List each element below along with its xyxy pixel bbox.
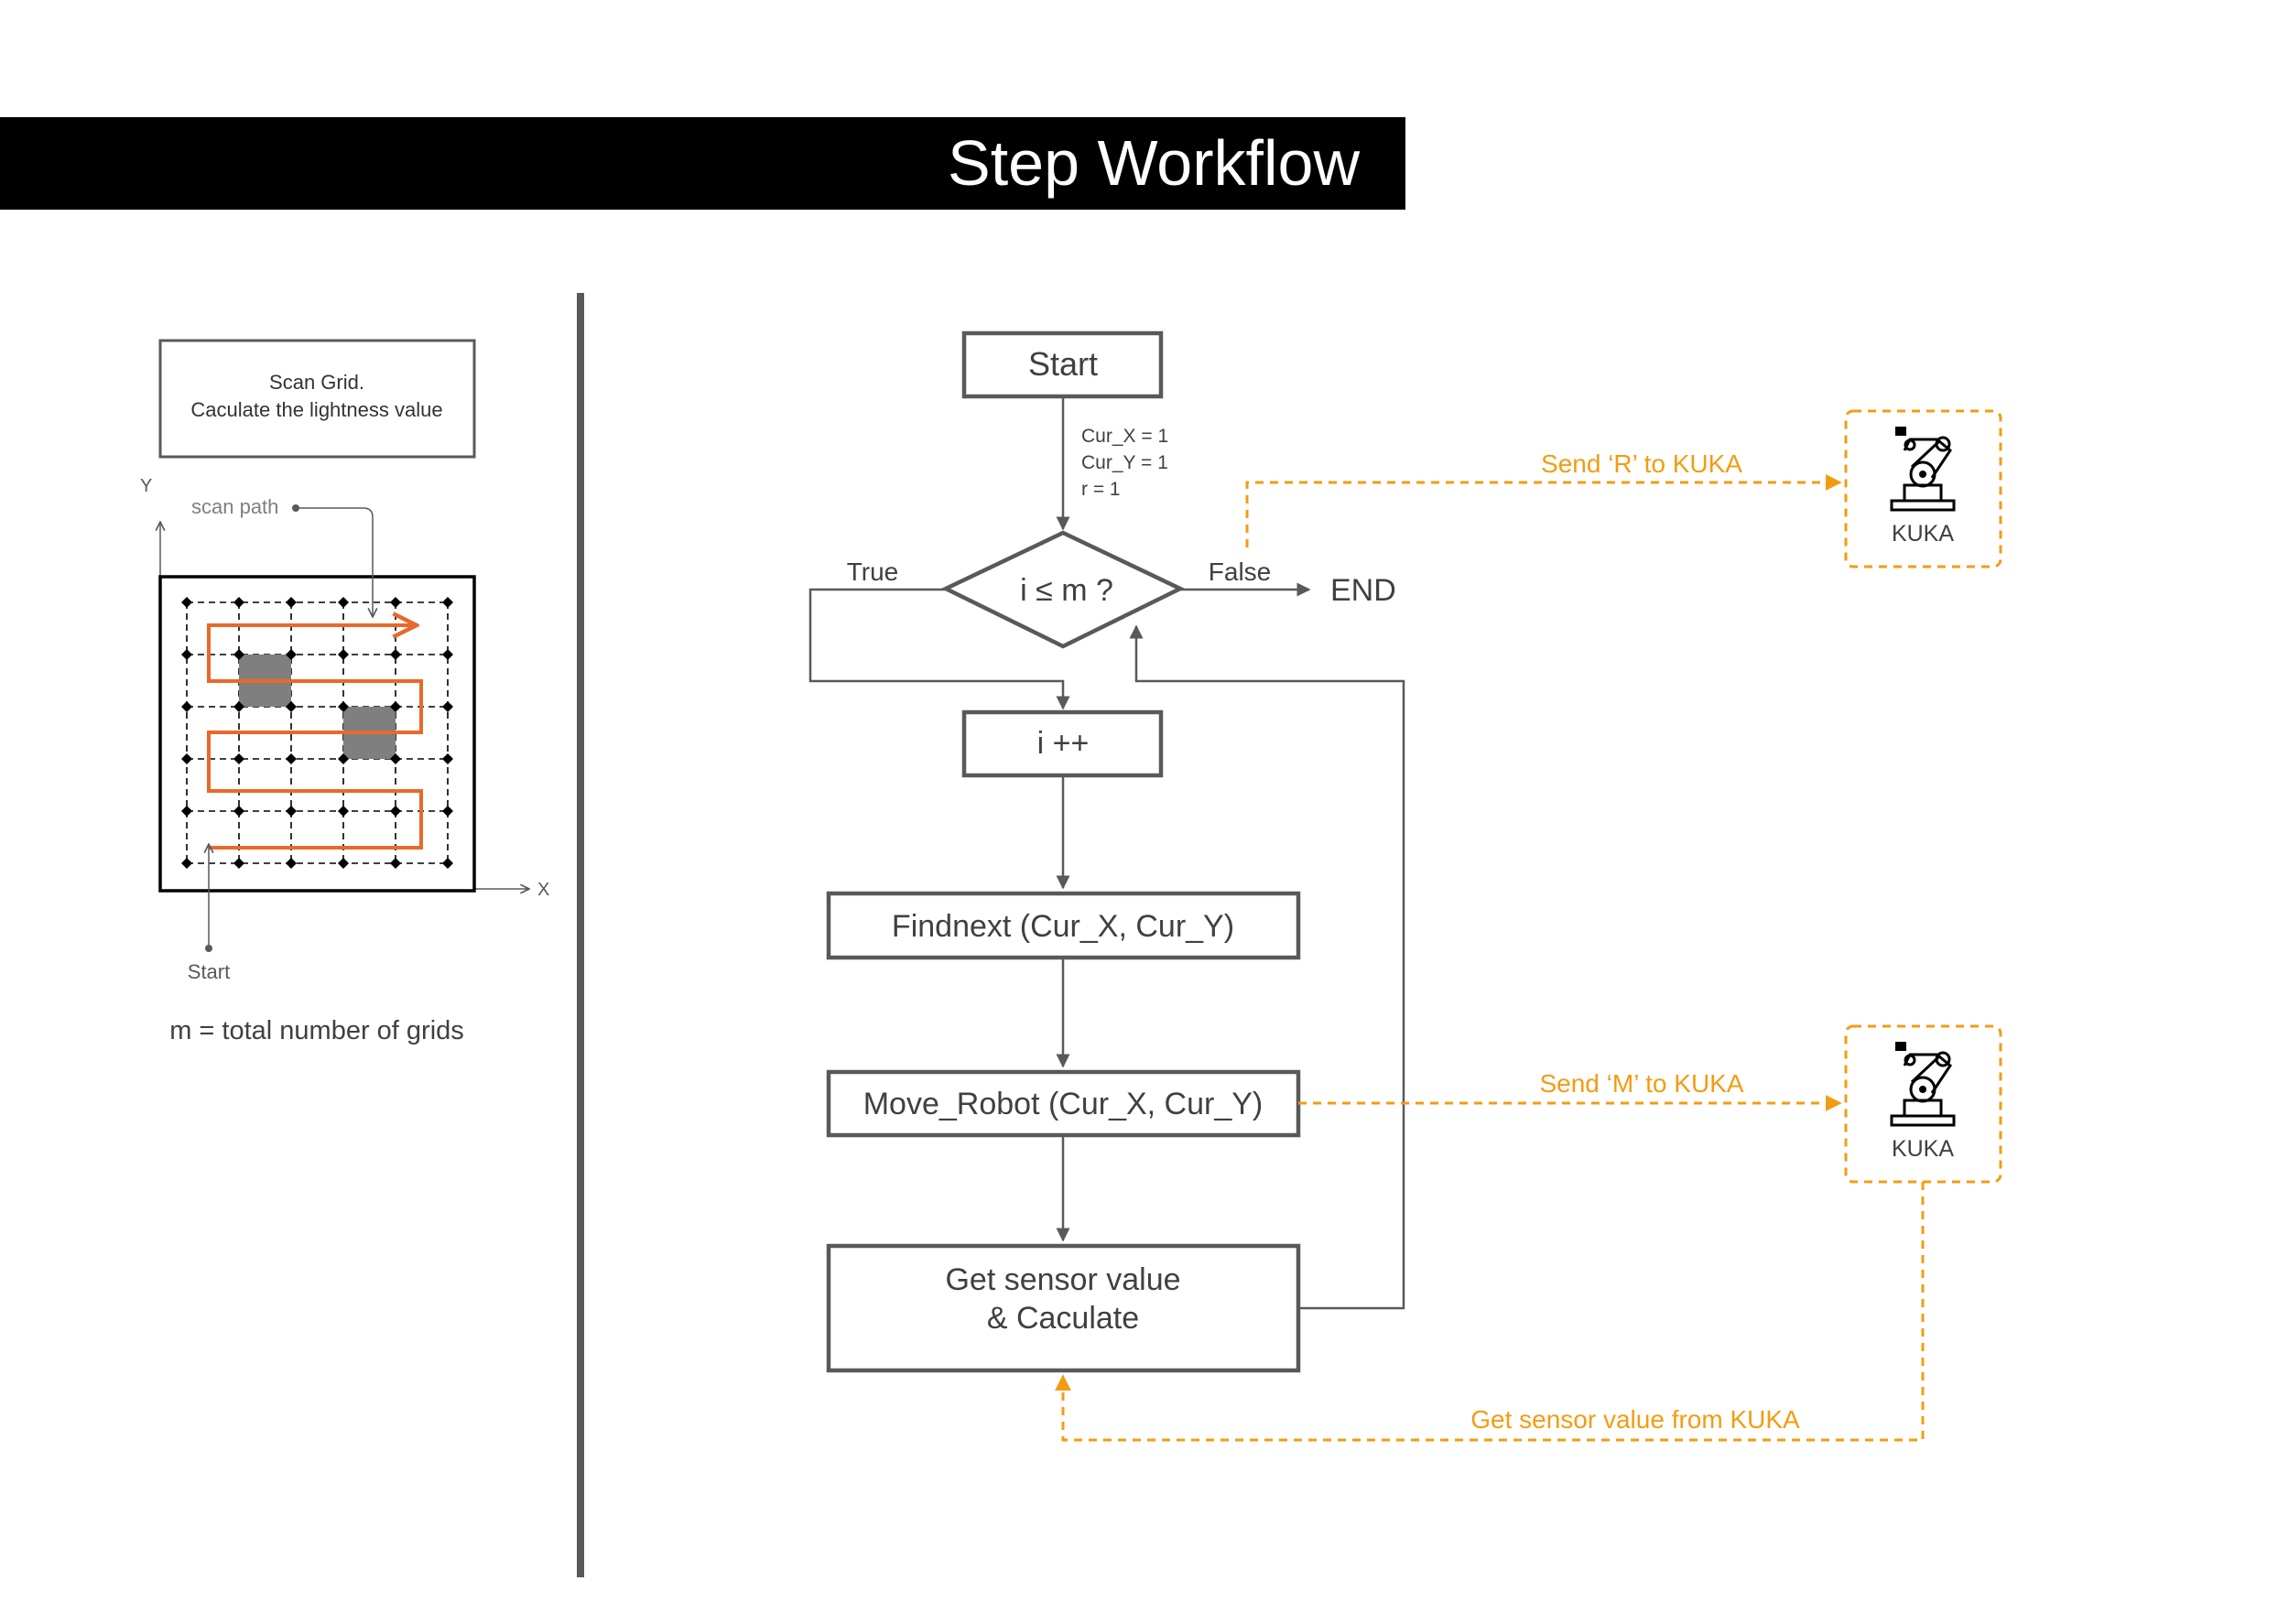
grid-node	[233, 753, 244, 764]
scan-grid-box	[158, 339, 476, 459]
true-label: True	[847, 558, 899, 586]
grid-node	[286, 806, 297, 817]
robot-arm-icon	[1890, 427, 1956, 512]
move-robot-label: Move_Robot (Cur_X, Cur_Y)	[863, 1087, 1264, 1121]
condition-label: i ≤ m ?	[1020, 573, 1113, 608]
get-sensor-line	[1055, 1182, 1925, 1442]
scan-grid-text-2: Caculate the lightness value	[190, 398, 442, 421]
grid-node	[286, 597, 297, 608]
send-m-label: Send ‘M’ to KUKA	[1539, 1069, 1743, 1098]
grid-node	[390, 649, 401, 660]
increment-label: i ++	[1037, 726, 1090, 761]
init-r: r = 1	[1081, 479, 1121, 500]
sensor-label-2: & Caculate	[987, 1301, 1139, 1336]
grid-node	[286, 753, 297, 764]
kuka-box-top	[1844, 409, 2002, 568]
grid-node	[233, 597, 244, 608]
scan-path-leader	[296, 507, 373, 617]
grid-node	[181, 858, 192, 869]
panel-divider	[577, 293, 584, 1577]
false-label: False	[1209, 558, 1271, 586]
grid-node	[338, 806, 349, 817]
grid-node	[390, 701, 401, 712]
send-r-line	[1245, 474, 1842, 547]
grid-node	[338, 858, 349, 869]
start-box	[961, 330, 1164, 399]
start-label: Start	[188, 960, 230, 983]
robot-arm-icon	[1890, 1042, 1956, 1127]
findnext-label: Findnext (Cur_X, Cur_Y)	[892, 909, 1234, 944]
grid-node	[442, 649, 453, 660]
end-label: END	[1330, 573, 1396, 608]
init-cur-x: Cur_X = 1	[1081, 426, 1168, 447]
sensor-box	[826, 1243, 1301, 1373]
grid-node	[338, 701, 349, 712]
grid-node	[233, 649, 244, 660]
grid-node	[338, 753, 349, 764]
init-cur-y: Cur_Y = 1	[1081, 452, 1168, 473]
grid-node	[181, 701, 192, 712]
grid-node	[233, 806, 244, 817]
loop-back-line	[1129, 624, 1405, 1310]
grid-node	[442, 701, 453, 712]
x-axis-label: X	[537, 880, 549, 900]
grid-count-note: m = total number of grids	[169, 1016, 464, 1045]
grid-node	[286, 701, 297, 712]
scan-path	[207, 625, 423, 850]
start-dot	[205, 945, 212, 952]
grid-node	[442, 597, 453, 608]
grid-node	[442, 858, 453, 869]
sensor-label-1: Get sensor value	[945, 1262, 1180, 1297]
grid-node	[338, 597, 349, 608]
grid-node	[390, 806, 401, 817]
kuka-label-top: KUKA	[1892, 521, 1954, 547]
grid-node	[338, 649, 349, 660]
grid-node	[442, 806, 453, 817]
grid-dots	[181, 597, 453, 869]
get-sensor-label: Get sensor value from KUKA	[1470, 1405, 1800, 1434]
grid-node	[233, 858, 244, 869]
grid-node	[390, 753, 401, 764]
y-axis-label: Y	[140, 476, 152, 496]
scan-grid-text-1: Scan Grid.	[269, 371, 364, 394]
grid-node	[286, 649, 297, 660]
grid-node	[181, 597, 192, 608]
grid-node	[286, 858, 297, 869]
grid-node	[181, 753, 192, 764]
condition-diamond	[940, 530, 1186, 649]
kuka-label-bottom: KUKA	[1892, 1136, 1954, 1162]
grid-node	[390, 597, 401, 608]
header-bar	[0, 117, 1405, 210]
grid-node	[390, 858, 401, 869]
grid-node	[442, 753, 453, 764]
send-r-label: Send ‘R’ to KUKA	[1541, 449, 1742, 478]
scan-path-label: scan path	[191, 495, 278, 518]
grid-node	[181, 806, 192, 817]
page-title: Step Workflow	[948, 127, 1360, 199]
grid-node	[233, 701, 244, 712]
true-branch	[808, 588, 1070, 710]
grid-node	[181, 649, 192, 660]
start-box-label: Start	[1028, 345, 1098, 383]
